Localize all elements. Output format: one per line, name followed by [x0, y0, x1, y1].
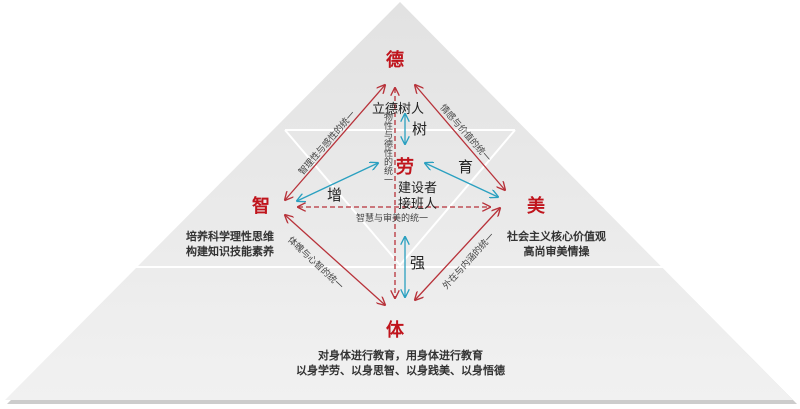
verb-shu: 树 [412, 120, 428, 138]
desc-mei: 社会主义核心价值观 高尚审美情操 [507, 229, 606, 259]
node-mei: 美 [527, 196, 545, 217]
verb-zeng: 增 [327, 186, 343, 204]
arrow-yu [425, 163, 498, 197]
desc-mei-line1: 社会主义核心价值观 [507, 230, 606, 243]
desc-zhi-line1: 培养科学理性思维 [186, 230, 274, 243]
desc-ti-line1: 对身体进行教育，用身体进行教育 [318, 349, 483, 362]
center-top: 立德树人 [372, 102, 425, 117]
arrow-mei-ti [415, 208, 500, 300]
desc-zhi-line2: 构建知识技能素养 [186, 245, 274, 258]
relation-vertical: 物性与德性的统一 [382, 112, 392, 184]
desc-zhi: 培养科学理性思维 构建知识技能素养 [186, 229, 274, 259]
node-ti: 体 [386, 320, 404, 341]
node-de: 德 [386, 50, 404, 71]
arrow-zeng [297, 163, 378, 201]
node-zhi: 智 [252, 196, 270, 217]
center-bottom2: 接班人 [398, 197, 438, 212]
center-bottom1: 建设者 [398, 181, 438, 196]
desc-ti: 对身体进行教育，用身体进行教育 以身学劳、以身思智、以身践美、以身悟德 [283, 348, 518, 378]
verb-yu: 育 [458, 158, 474, 176]
verb-qiang: 强 [410, 254, 426, 272]
desc-mei-line2: 高尚审美情操 [523, 245, 590, 258]
node-lao: 劳 [396, 157, 414, 178]
relation-horizontal: 智慧与审美的统一 [356, 214, 429, 224]
desc-ti-line2: 以身学劳、以身思智、以身践美、以身悟德 [296, 364, 505, 377]
arrow-zhi-ti [285, 215, 385, 305]
